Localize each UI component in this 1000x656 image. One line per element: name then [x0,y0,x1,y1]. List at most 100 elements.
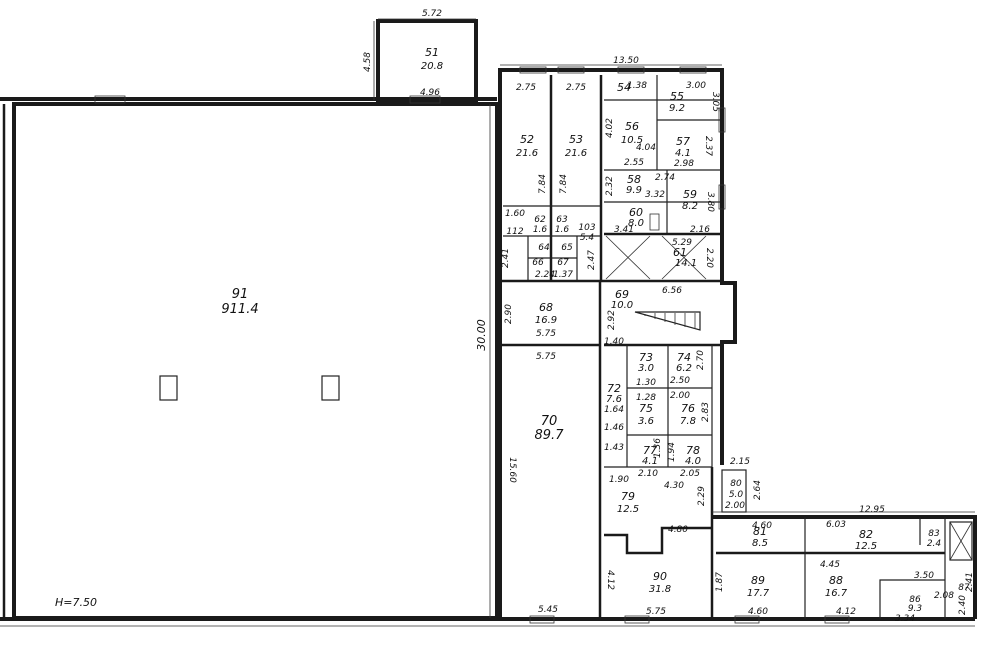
room-number: 69 [615,288,629,301]
room-area: 9.2 [669,103,685,114]
room-number: 87 [958,583,970,593]
room-area: 16.9 [535,315,557,326]
east-block-outline [498,68,737,465]
room-number: 61 [673,246,687,259]
dimension: 13.50 [613,56,639,66]
room-51-walls [376,19,478,103]
window [718,184,726,210]
dimension: 4.02 [605,118,615,138]
elevator-cross [605,235,651,280]
room-area: 21.6 [565,148,587,159]
dimension: 4.04 [636,143,656,153]
window [94,95,126,104]
dimension: 2.50 [670,376,690,386]
dimension: 2.92 [607,310,617,330]
column-pillar [321,375,340,401]
room-area: 8.2 [682,201,698,212]
room-area: 21.6 [516,148,538,159]
room-area: 5.4 [580,233,595,243]
dimension: 4.12 [605,570,615,590]
room-number: 51 [425,46,439,59]
dimension: 2.08 [934,591,954,601]
room-number: 72 [607,382,621,395]
room-number: 59 [683,188,697,201]
dimension: 2.55 [624,158,644,168]
room-number: 76 [681,402,695,415]
room-number: 68 [539,301,553,314]
dimension: 2.05 [680,469,700,479]
dimension: 3.34 [895,614,915,624]
room-area: 89.7 [535,428,565,443]
room-area: 1.6 [533,225,548,235]
dimension: 4.80 [668,525,688,535]
dimension: 2.70 [696,350,706,370]
dimension-lines [373,18,975,618]
room-area: 4.0 [685,456,701,467]
dimension: 1.43 [604,443,624,453]
dimension: 2.83 [701,402,711,422]
room-number: 79 [621,490,635,503]
dimension: 4.30 [664,481,684,491]
window [617,66,645,74]
window [557,66,585,74]
dimension: 3.00 [686,81,706,91]
room-area: 1.6 [555,225,570,235]
dimension: 5.75 [536,352,556,362]
room-area: 31.8 [649,584,671,595]
dimension: 2.37 [703,136,713,156]
room-number: 66 [532,258,544,268]
dimension: 1.60 [505,209,525,219]
room-number: 62 [534,215,546,225]
window [529,615,555,624]
room-number: 73 [639,351,653,364]
room-area: 7.6 [606,394,622,405]
room-number: 52 [520,133,534,146]
room-area: 8.0 [628,218,644,229]
dimension: 2.75 [516,83,536,93]
room-number: 54 [617,81,631,94]
dimensions: 5.72 4.58 4.96 13.50 3.00 2.75 2.75 4.02… [363,9,975,624]
wall-79-90 [604,526,712,555]
room-area: 8.5 [752,538,768,549]
room-number: 63 [556,215,568,225]
dimension: 2.47 [587,250,597,270]
dimension: 5.75 [646,607,666,617]
dimension: 7.84 [538,174,548,194]
room-area: 16.7 [825,588,848,599]
room-number: 53 [569,133,583,146]
room-labels: 51 20.8 52 21.6 53 21.6 54 55 9.2 56 10.… [221,46,970,614]
room-number: 89 [751,574,765,587]
room-number: 75 [639,402,653,415]
dimension: 4.45 [820,560,840,570]
dimension: 2.16 [690,225,710,235]
dimension: 3.80 [705,192,715,212]
lift-shaft-east [949,521,973,561]
room-area: 4.1 [642,456,658,467]
dimension: 6.56 [662,286,682,296]
dimension: 3.50 [914,571,934,581]
dimension: 5.75 [536,329,556,339]
dimension: 4.12 [836,607,856,617]
dimension: 30.00 [475,319,488,351]
room-number: 81 [753,525,767,538]
room-number: 80 [730,479,742,489]
dimension: 15.60 [507,457,517,483]
window [734,615,760,624]
dimension: 2.75 [566,83,586,93]
dimension: 1.36 [653,438,663,458]
dimension: 2.10 [638,469,658,479]
dimension: 1.90 [609,475,629,485]
room-area: 3.6 [638,416,654,427]
dimension: 6.03 [826,520,846,530]
dimension: 2.32 [605,176,615,196]
dimension: 1.37 [553,270,573,280]
room-number: 74 [677,351,691,364]
dimension: 1.64 [604,405,624,415]
room-area: 4.1 [675,148,691,159]
room-area: 12.5 [617,504,639,515]
elevator-cross [661,235,707,280]
windows [94,66,850,624]
dimension: 1.94 [667,442,677,462]
room-area: 911.4 [221,302,258,317]
